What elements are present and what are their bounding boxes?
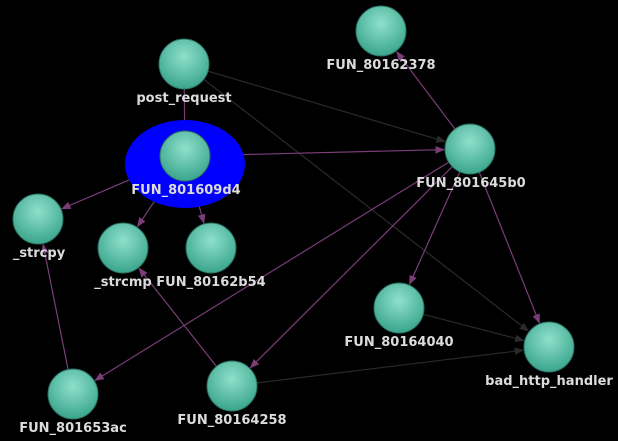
node-label: FUN_80162b54 <box>156 275 265 290</box>
node-post_request[interactable]: post_request <box>136 38 232 106</box>
node-circle[interactable] <box>97 222 149 274</box>
node-FUN_80164040[interactable]: FUN_80164040 <box>344 282 454 350</box>
edges-layer <box>41 50 540 384</box>
node-label: FUN_801645b0 <box>416 176 525 191</box>
node-FUN_80162378[interactable]: FUN_80162378 <box>326 5 436 73</box>
edge-FUN_80164040-to-bad_http_handler[interactable] <box>421 313 525 342</box>
edge-post_request-to-FUN_801645b0[interactable] <box>205 69 446 143</box>
edge-FUN_801645b0-to-FUN_80164258[interactable] <box>249 164 455 369</box>
node-bad_http_handler[interactable]: bad_http_handler <box>485 321 613 389</box>
edge-FUN_801653ac-to-_strcpy[interactable] <box>41 243 70 372</box>
node-circle[interactable] <box>185 222 237 274</box>
node-FUN_80164258[interactable]: FUN_80164258 <box>177 360 287 428</box>
node-FUN_80162b54[interactable]: FUN_80162b54 <box>156 222 266 290</box>
edge-FUN_801609d4-to-FUN_801645b0[interactable] <box>207 146 445 157</box>
node-label: FUN_80162378 <box>326 58 435 73</box>
node-circle[interactable] <box>355 5 407 57</box>
node-label: FUN_801653ac <box>19 421 127 436</box>
node-label: bad_http_handler <box>485 374 613 389</box>
node-circle[interactable] <box>206 360 258 412</box>
node-label: FUN_801609d4 <box>131 183 240 198</box>
node-circle[interactable] <box>159 130 211 182</box>
node-label: FUN_80164258 <box>177 413 286 428</box>
node-circle[interactable] <box>373 282 425 334</box>
node-circle[interactable] <box>47 368 99 420</box>
node-_strcpy[interactable]: _strcpy <box>12 193 66 261</box>
node-FUN_801653ac[interactable]: FUN_801653ac <box>19 368 127 436</box>
edge-FUN_801645b0-to-FUN_80162378[interactable] <box>396 50 457 131</box>
edge-FUN_801645b0-to-FUN_80164040[interactable] <box>409 169 462 286</box>
node-label: _strcpy <box>13 246 66 261</box>
edge-FUN_80164258-to-bad_http_handler[interactable] <box>254 347 525 384</box>
node-circle[interactable] <box>444 123 496 175</box>
edge-FUN_801645b0-to-FUN_801653ac[interactable] <box>94 160 451 381</box>
node-FUN_801645b0[interactable]: FUN_801645b0 <box>416 123 526 191</box>
node-circle[interactable] <box>158 38 210 90</box>
node-circle[interactable] <box>12 193 64 245</box>
node-circle[interactable] <box>523 321 575 373</box>
node-label: _strcmp <box>94 275 151 290</box>
edge-FUN_80164258-to-_strcmp[interactable] <box>138 267 219 369</box>
node-FUN_801609d4[interactable]: FUN_801609d4 <box>131 130 241 198</box>
node-label: post_request <box>136 91 231 106</box>
edge-post_request-to-bad_http_handler[interactable] <box>201 77 530 332</box>
node-label: FUN_80164040 <box>344 335 453 350</box>
node-_strcmp[interactable]: _strcmp <box>94 222 152 290</box>
edge-FUN_801645b0-to-bad_http_handler[interactable] <box>477 170 540 324</box>
